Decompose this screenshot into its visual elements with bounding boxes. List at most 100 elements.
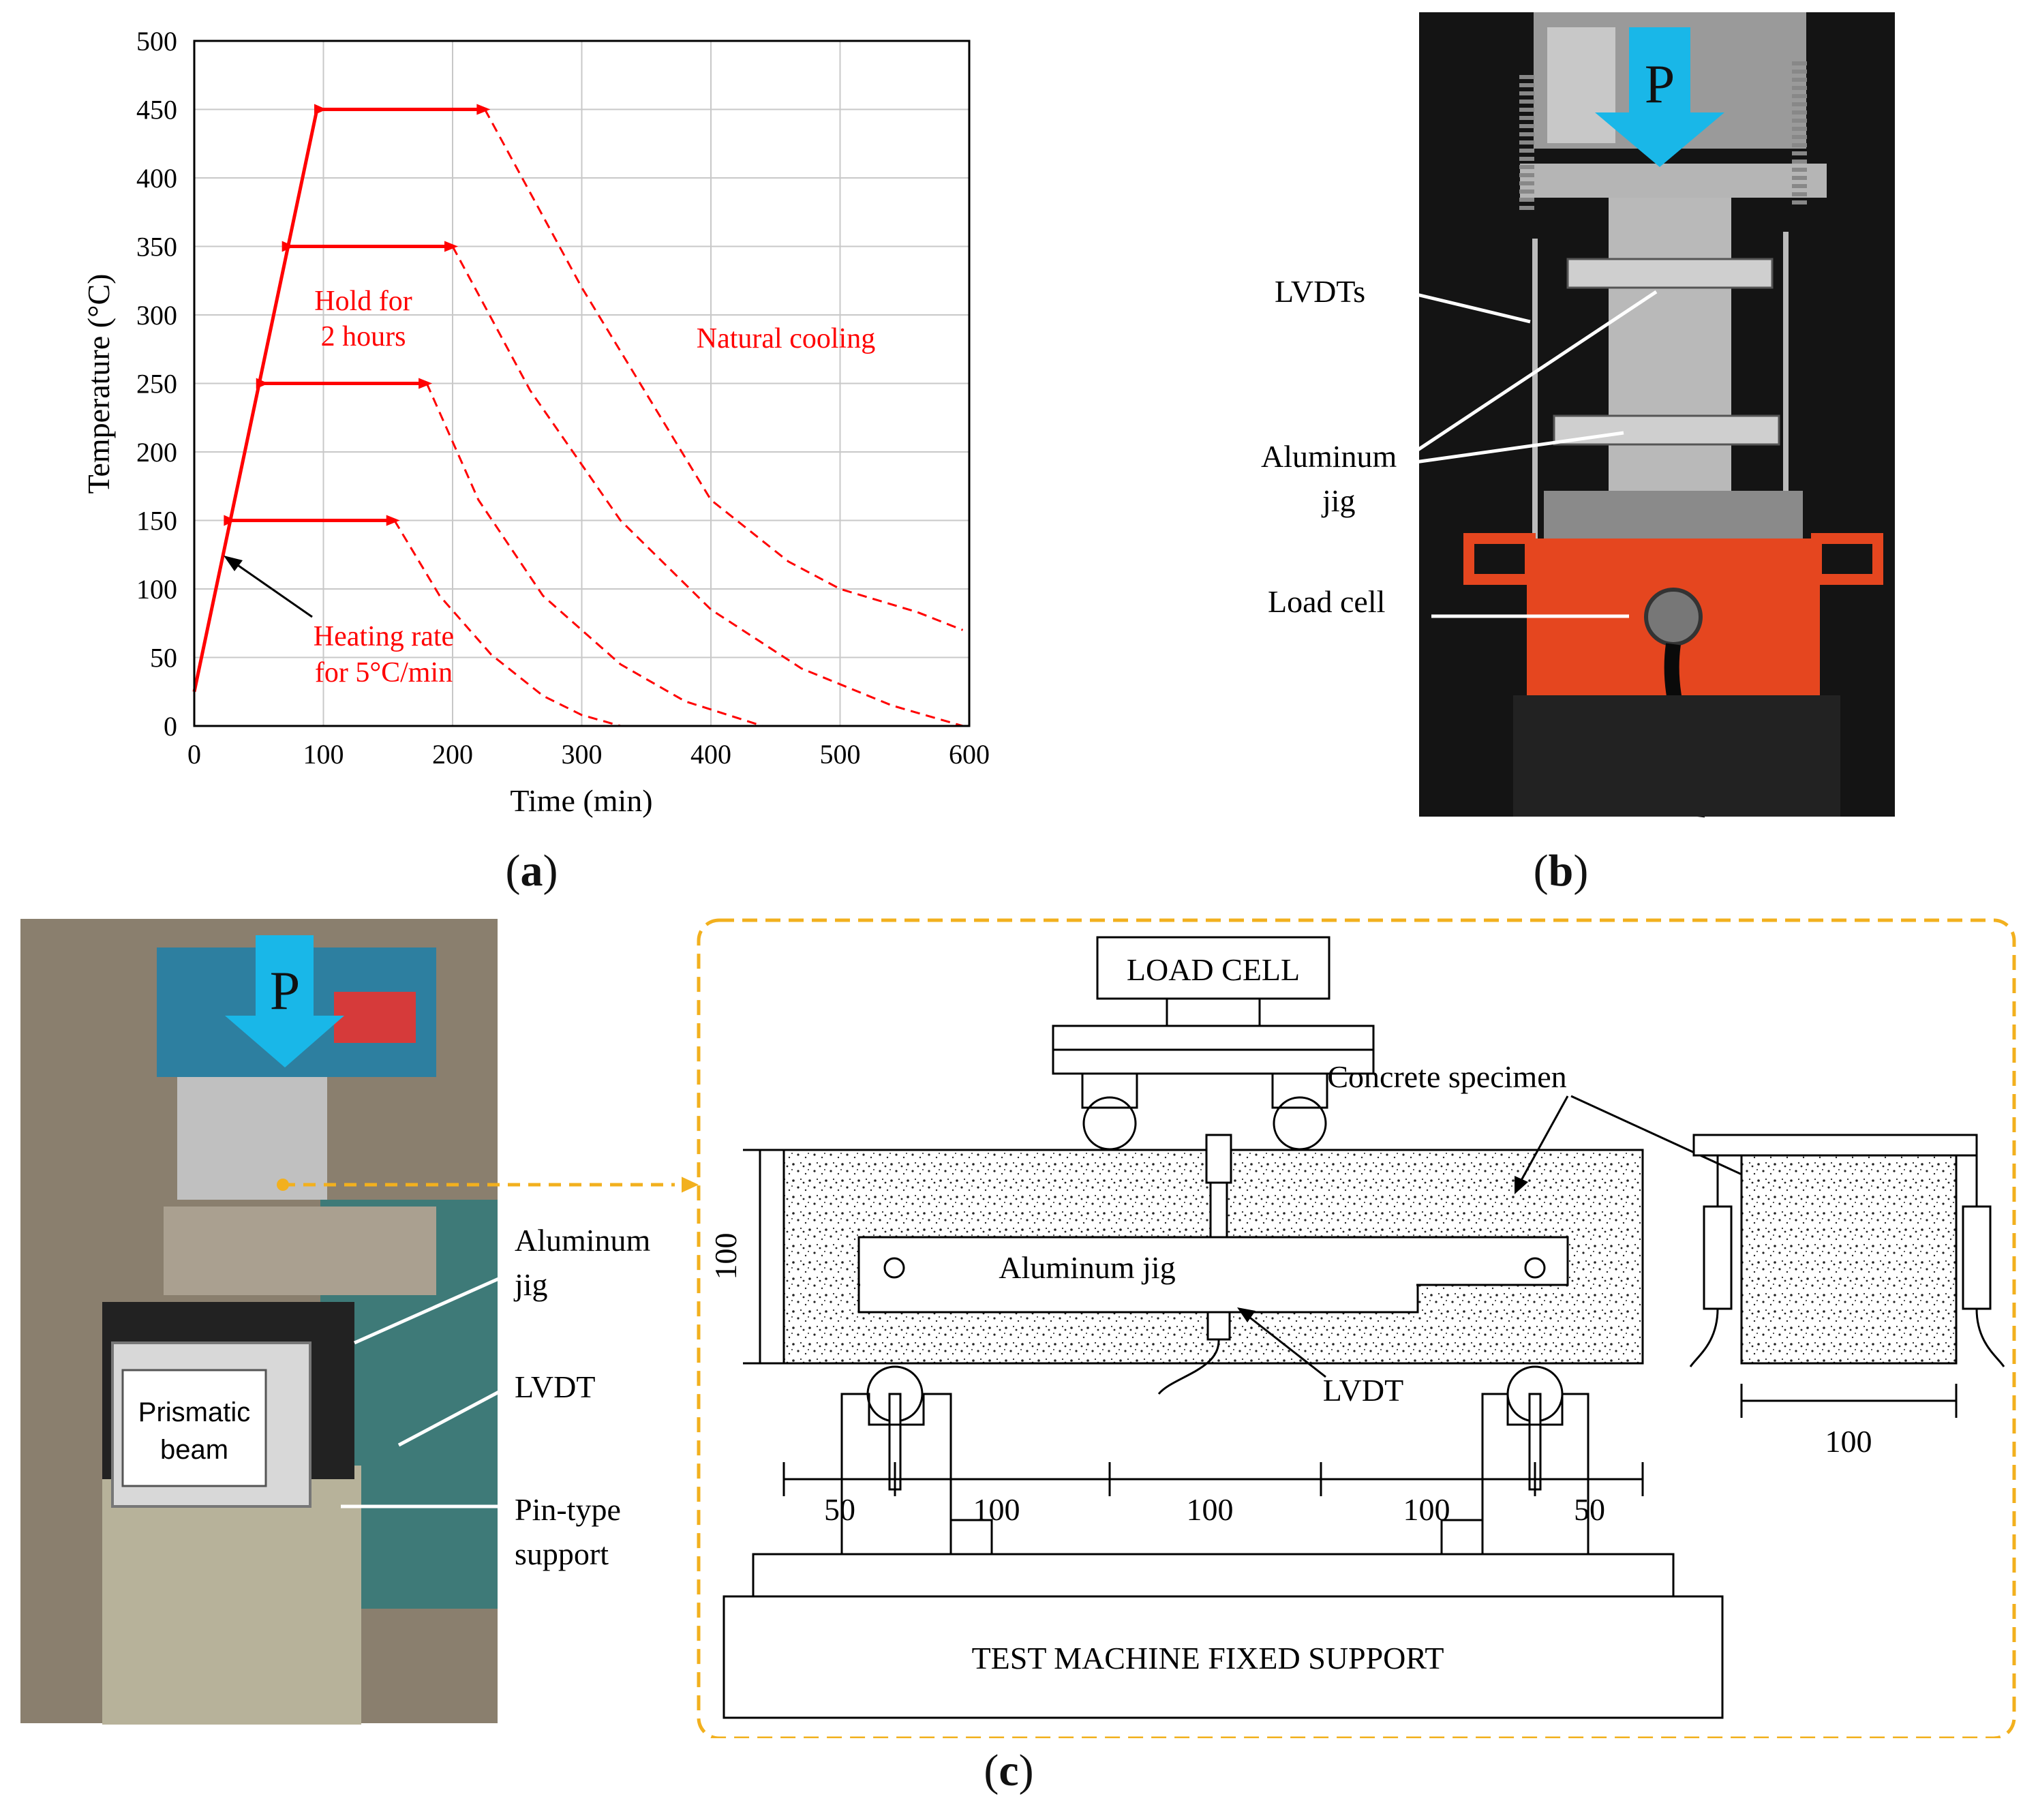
panel-c-schematic: LOAD CELL Concrete specimen Aluminum jig… [682,907,2023,1738]
y-tick-label-4: 200 [136,437,177,468]
cylinder-specimen [1609,198,1731,498]
aluminum-jig-label: Aluminum jig [999,1250,1175,1285]
machine-base [1513,695,1840,817]
callout-c-jig-arrow [353,1273,509,1345]
upper-jig-c [164,1207,436,1295]
load-arrow-c [225,935,344,1067]
y-tick-label-10: 500 [136,26,177,57]
upper-plate [1520,164,1827,198]
load-symbol-c: P [270,961,301,1021]
load-cell-handle-left [1463,533,1536,585]
hold-arrowhead-2 [444,241,458,252]
load-roller-left [1082,1096,1137,1151]
aluminum-jig-mask [860,1283,1416,1287]
panel-b: P LVDTs Aluminum jig Load cell [1227,0,2023,832]
machine-upper-head-shine [1547,27,1615,143]
chart-series-group [192,104,964,727]
load-cell-handle-right [1811,533,1883,585]
chart-x-axis-label: Time (min) [510,783,652,818]
load-cell-stem [1166,997,1261,1027]
support-block [102,1466,361,1725]
flexural-test-schematic: LOAD CELL Concrete specimen Aluminum jig… [682,918,2016,1738]
y-tick-label-6: 300 [136,300,177,331]
callout-jig-arrow-lower [1405,431,1624,466]
hold-start-arrowhead-3 [314,104,327,115]
aluminum-ring-upper [1566,258,1774,289]
jig-hole-left [883,1257,905,1279]
support-foot-right [1440,1519,1484,1556]
annotation-rate-arrowhead [224,556,243,571]
chart-plot-frame [193,40,971,727]
callout-lvdts: LVDTs [1275,274,1365,309]
callout-c-lvdt-arrow [397,1385,509,1447]
y-tick-label-7: 350 [136,232,177,262]
annotation-rate-line2: for 5°C/min [315,657,453,688]
load-roller-bracket-right [1271,1072,1328,1109]
y-tick-label-0: 0 [164,711,177,742]
annotation-cooling: Natural cooling [697,323,875,354]
prismatic-beam-label-box [121,1369,267,1487]
support-frame-right [1481,1393,1590,1554]
flexural-test-photo: Prismatic beam P Aluminum jig LVDT Pin-t… [20,919,675,1725]
callout-c-jig-line1: Aluminum [515,1223,651,1258]
x-tick-label-3: 300 [562,739,603,770]
span-label-1: 100 [973,1492,1020,1527]
jig-hole-right [1524,1257,1546,1279]
photo-c-dash-dot [277,1179,289,1191]
annotation-hold-line2: 2 hours [321,321,406,352]
width-dim-label: 100 [1825,1424,1872,1459]
load-roller-right [1273,1096,1327,1151]
section-lvdt-left [1703,1205,1733,1310]
callout-c-pin-line2: support [515,1536,609,1571]
section-cable-left [1689,1308,1719,1367]
lvdt-arrowhead [1237,1307,1256,1322]
y-tick-label-9: 450 [136,95,177,125]
x-tick-label-4: 400 [690,739,731,770]
lvdt-body [1205,1134,1232,1184]
section-cable-right [1975,1308,2005,1367]
nameplate [334,992,416,1043]
test-machine-base [722,1595,1724,1719]
load-symbol-b: P [1645,55,1675,115]
span-label-2: 100 [1187,1492,1234,1527]
cooling-curve-2 [451,245,963,727]
x-tick-label-1: 100 [303,739,344,770]
dash-link-arrowhead [682,1177,699,1193]
base-plate [752,1553,1675,1598]
support-foot-left [949,1519,993,1556]
hold-arrowhead-3 [476,104,491,115]
annotation-hold-line1: Hold for [314,286,412,317]
span-label-0: 50 [824,1492,855,1527]
y-tick-label-5: 250 [136,369,177,399]
span-dimensions: 50 100 100 100 50 [782,1462,1644,1527]
load-arrow-b [1595,27,1724,167]
hold-start-arrowhead-0 [224,515,237,526]
x-tick-label-2: 200 [432,739,473,770]
lower-plate [1544,491,1803,545]
aluminum-jig-bar [857,1236,1569,1286]
span-label-3: 100 [1403,1492,1450,1527]
callout-load-cell: Load cell [1268,584,1385,619]
y-tick-label-3: 150 [136,506,177,536]
lvdt-stem [1209,1181,1228,1239]
callout-jig-line1: Aluminum [1261,439,1397,474]
lvdt-tip [1206,1311,1231,1341]
annotation-rate-arrow [231,560,313,618]
section-lvdt-right [1962,1205,1992,1310]
callout-jig-arrow-upper [1404,290,1658,460]
chart-y-axis-label: Temperature (°C) [81,274,116,494]
prismatic-beam-label-line2: beam [160,1435,228,1465]
schematic-frame [697,918,2016,1738]
load-cell-box [1096,936,1330,1000]
y-tick-label-2: 100 [136,574,177,605]
machine-column-c [177,1077,327,1200]
support-frame-left [840,1393,952,1554]
load-cell-connector [1644,588,1703,646]
aluminum-ring-lower [1553,414,1780,446]
hold-arrowhead-1 [419,378,433,389]
x-tick-label-5: 500 [820,739,861,770]
panel-label-a: (a) [505,846,558,896]
lvdt-cable [1157,1339,1220,1395]
lvdt-arrow [1247,1314,1326,1378]
